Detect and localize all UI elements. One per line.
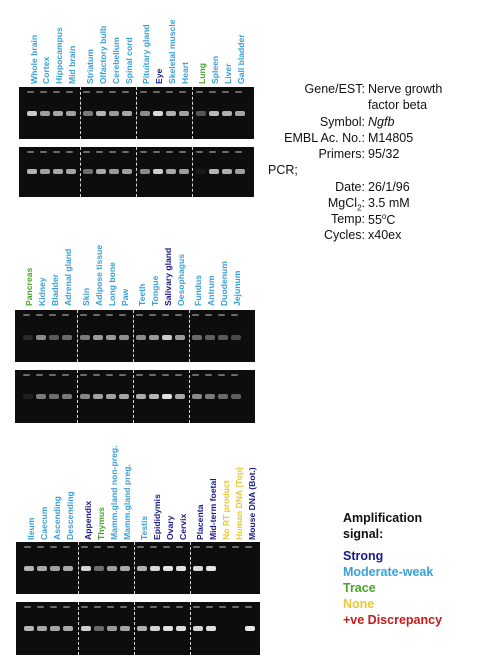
lane-label: Ileum: [26, 517, 36, 540]
primers-label: Primers:: [318, 147, 365, 161]
lane-label: Cervix: [178, 513, 188, 540]
lane-label: Thymus: [96, 507, 106, 540]
lane-label: Appendix: [83, 500, 93, 540]
legend-title-line1: Amplification: [343, 511, 423, 525]
lane-label: Fundus: [193, 274, 203, 306]
lane-label: Epididymis: [152, 494, 162, 540]
legend-item-moderate-weak: Moderate-weak: [343, 565, 434, 579]
temp-label: Temp:: [330, 212, 365, 226]
date-label: Date:: [335, 180, 365, 194]
temp-value-unit: C: [386, 213, 396, 228]
lane-label: Tongue: [150, 275, 160, 306]
lane-label: Testis: [139, 515, 149, 540]
primers-value: 95/32: [368, 147, 400, 161]
lane-label: Skin: [81, 287, 91, 306]
gel-image-panel-3-bottom: [16, 602, 260, 655]
temp-value-degree: o: [381, 212, 387, 221]
lane-label: No RT product: [221, 480, 231, 540]
lane-label: Jejunum: [232, 270, 242, 306]
lane-label: Mamm.gland preg.: [122, 464, 132, 540]
lane-label: Ovary: [165, 515, 175, 540]
lane-label: Long bone: [107, 262, 117, 306]
lane-label: Paw: [120, 288, 130, 306]
gel-image-panel-1-top: [19, 87, 254, 139]
pcr-label: PCR;: [268, 163, 298, 177]
lane-label: Mid-term foetal: [208, 478, 218, 540]
legend-item-strong: Strong: [343, 549, 384, 563]
temp-value-number: 55: [368, 213, 382, 228]
cycles-label: Cycles:: [324, 228, 365, 242]
lane-label: Ascending: [52, 496, 62, 540]
lane-label: Bladder: [50, 274, 60, 306]
embl-label: EMBL Ac. No.:: [284, 131, 365, 145]
gel-image-panel-1-bottom: [19, 147, 254, 197]
lane-label: Adipose tissue: [94, 244, 104, 306]
lane-label: Human DNA (Top): [234, 466, 244, 540]
gel-image-panel-2-bottom: [15, 370, 255, 423]
mgcl-label: MgCl2:: [328, 196, 365, 213]
lane-label: Pancreas: [24, 267, 34, 306]
mgcl-label-subscript: 2: [357, 203, 362, 213]
temp-value: 55oC: [368, 212, 395, 227]
lane-label: Descending: [65, 491, 75, 540]
gene-value-line2: factor beta: [368, 98, 428, 112]
symbol-label: Symbol:: [319, 115, 365, 129]
embl-value: M14805: [368, 131, 414, 145]
lane-label: Duodenum: [219, 261, 229, 306]
lane-label: Adrenal gland: [63, 248, 73, 306]
date-value: 26/1/96: [368, 180, 410, 194]
legend-title-line2: signal:: [343, 527, 384, 541]
lane-label: Mamm.gland non-preg.: [109, 445, 119, 540]
amplification-legend: Amplification signal: Strong Moderate-we…: [343, 510, 483, 628]
gene-label: Gene/EST:: [304, 82, 365, 96]
lane-label: Caecum: [39, 506, 49, 540]
legend-item-positive-discrepancy: +ve Discrepancy: [343, 613, 443, 627]
mgcl-value: 3.5 mM: [368, 196, 410, 210]
legend-item-trace: Trace: [343, 581, 376, 595]
lane-label: Salivary gland: [163, 247, 173, 306]
lane-label: Kidney: [37, 277, 47, 306]
lane-label: Antrum: [206, 275, 216, 306]
lane-label: Teeth: [137, 283, 147, 306]
gel-image-panel-2-top: [15, 310, 255, 362]
gene-info-block: Gene/EST: Nerve growth factor beta Symbo…: [0, 0, 483, 260]
lane-label: Oesophagus: [176, 253, 186, 306]
symbol-value: Ngfb: [368, 115, 395, 129]
cycles-value: x40ex: [368, 228, 402, 242]
mgcl-label-colon: :: [361, 196, 365, 210]
gel-image-panel-3-top: [16, 542, 260, 594]
lane-label: Mouse DNA (Bot.): [247, 467, 257, 540]
legend-item-none: None: [343, 597, 375, 611]
mgcl-label-main: MgCl: [327, 196, 358, 210]
lane-label: Placenta: [195, 504, 205, 540]
gene-value-line1: Nerve growth: [368, 82, 443, 96]
